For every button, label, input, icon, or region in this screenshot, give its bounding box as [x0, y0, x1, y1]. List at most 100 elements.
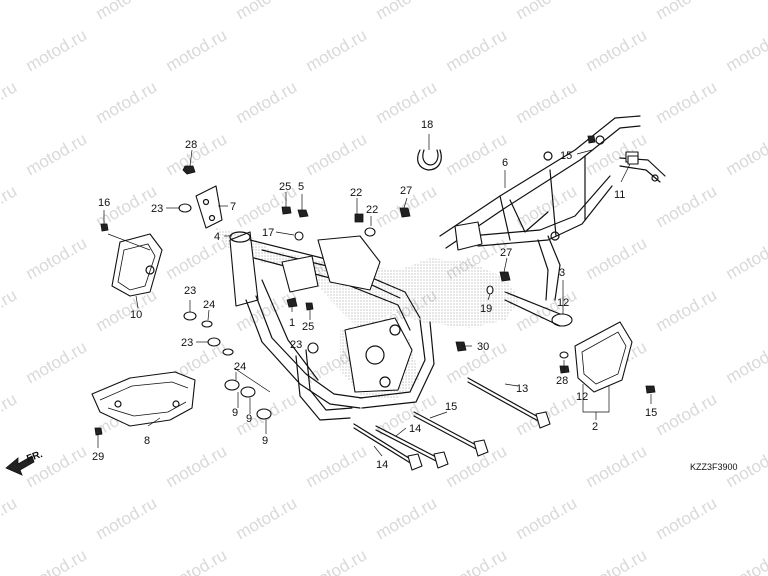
callout-1: 1 [289, 317, 295, 329]
callout-28-lower: 28 [556, 375, 568, 387]
skid-plate [91, 371, 196, 427]
watermark-text: motod.ru [723, 233, 768, 283]
callout-25-upper: 25 [279, 181, 291, 193]
callout-12-upper: 12 [557, 297, 569, 309]
callout-8: 8 [144, 435, 150, 447]
watermark-text: motod.ru [653, 77, 721, 127]
callout-15: 15 [560, 150, 572, 162]
watermark-text: motod.ru [303, 129, 371, 179]
watermark-text: motod.ru [93, 0, 161, 23]
watermark-text: motod.ru [653, 285, 721, 335]
watermark-text: motod.ru [0, 181, 20, 231]
watermark-text: motod.ru [443, 129, 511, 179]
watermark-text: motod.ru [653, 493, 721, 543]
rear-side-cover [574, 321, 633, 393]
callout-23-mid: 23 [184, 285, 196, 297]
callout-12-lower: 12 [576, 391, 588, 403]
callout-30: 30 [477, 341, 489, 353]
watermark-text: motod.ru [163, 25, 231, 75]
front-direction-indicator: FR. [5, 449, 44, 476]
callout-14-right: 14 [409, 423, 421, 435]
watermark-text: motod.ru [583, 233, 651, 283]
callout-4: 4 [214, 231, 220, 243]
watermark-text: motod.ru [23, 337, 91, 387]
watermark-text: motod.ru [93, 493, 161, 543]
front-label: FR. [25, 449, 44, 465]
watermark-text: motod.ru [23, 545, 91, 576]
callout-13: 13 [516, 383, 528, 395]
callout-19: 17 [262, 227, 274, 239]
watermark-text: motod.ru [653, 389, 721, 439]
watermark-text: motod.ru [723, 25, 768, 75]
watermark-text: motod.ru [163, 545, 231, 576]
callout-27-upper: 27 [400, 185, 412, 197]
watermark-text: motod.ru [513, 0, 581, 23]
callout-9-mid: 9 [246, 413, 252, 425]
watermark-text: motod.ru [303, 25, 371, 75]
callout-3: 3 [559, 267, 565, 279]
callout-6: 6 [502, 157, 508, 169]
callout-11: 11 [614, 189, 625, 201]
watermark-text: motod.ru [513, 77, 581, 127]
watermark-text: motod.ru [653, 0, 721, 23]
watermark-text: motod.ru [23, 441, 91, 491]
watermark-text: motod.ru [723, 129, 768, 179]
cable-clamp [417, 149, 442, 171]
rear-collar [504, 291, 573, 327]
callout-10: 10 [130, 309, 142, 321]
watermark-text: motod.ru [233, 77, 301, 127]
watermark-text: motod.ru [23, 25, 91, 75]
callout-23-lower: 23 [181, 337, 193, 349]
watermark-text: motod.ru [373, 493, 441, 543]
watermark-text: motod.ru [653, 181, 721, 231]
watermark-text: motod.ru [513, 493, 581, 543]
watermark-text: motod.ru [303, 441, 371, 491]
watermark-text: motod.ru [583, 441, 651, 491]
leader-lines [97, 134, 652, 457]
callout-7: 7 [230, 201, 236, 213]
watermark-text: motod.ru [0, 493, 20, 543]
watermark-text: motod.ru [723, 545, 768, 576]
rear-grab-bracket [619, 151, 666, 183]
callout-29: 29 [92, 451, 104, 463]
left-side-cover [111, 233, 163, 297]
mount-bracket [195, 185, 223, 229]
watermark-text: motod.ru [0, 389, 20, 439]
watermark-text: motod.ru [163, 441, 231, 491]
watermark-text: motod.ru [443, 545, 511, 576]
long-bolts [353, 377, 551, 471]
callout-23-center: 23 [290, 339, 302, 351]
callout-5: 5 [298, 181, 304, 193]
callout-20: 18 [421, 119, 433, 131]
watermark-text: motod.ru [23, 129, 91, 179]
callout-22-left: 22 [350, 187, 362, 199]
watermark-text: motod.ru [163, 129, 231, 179]
callout-labels: 28 23 7 16 10 4 25 5 17 22 22 27 18 6 15… [92, 119, 657, 471]
rear-subframe [439, 115, 641, 301]
watermark-text: motod.ru [583, 25, 651, 75]
watermark-text: motod.ru [233, 0, 301, 23]
callout-28-upper: 28 [185, 139, 197, 151]
diagram-code: KZZ3F3900 [690, 462, 738, 472]
callout-24-lower: 24 [234, 361, 246, 373]
callout-16: 15 [645, 407, 657, 419]
callout-2: 2 [592, 421, 598, 433]
callout-9-lower: 9 [262, 435, 268, 447]
callout-23-upper: 23 [151, 203, 163, 215]
watermark-text: motod.ru [0, 285, 20, 335]
watermark-text: motod.ru [723, 337, 768, 387]
watermark-text: motod.ru [373, 0, 441, 23]
fasteners [94, 135, 656, 436]
watermark-text: motod.ru [303, 545, 371, 576]
watermark-text: motod.ru [0, 0, 20, 23]
callout-21: 19 [480, 303, 492, 315]
callout-18: 16 [98, 197, 110, 209]
callout-24-upper: 24 [203, 299, 215, 311]
callout-14-left: 14 [376, 459, 388, 471]
callout-17: 15 [445, 401, 457, 413]
callout-22-right: 22 [366, 204, 378, 216]
watermark-text: motod.ru [233, 493, 301, 543]
callout-27-lower: 27 [500, 247, 512, 259]
callout-9-left: 9 [232, 407, 238, 419]
